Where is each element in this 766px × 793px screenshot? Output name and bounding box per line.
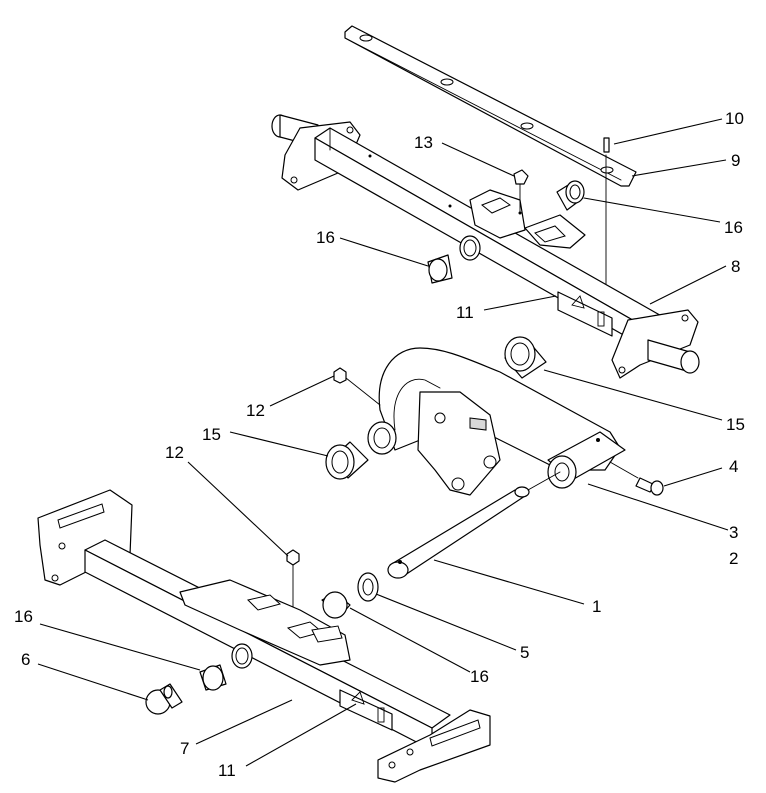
washer-part-5 — [357, 572, 379, 602]
callout-labels: 10 9 13 16 16 8 11 12 15 15 12 4 3 2 1 1… — [14, 109, 745, 780]
callout-16: 16 — [14, 607, 33, 626]
bushing-lower-part-16 — [199, 643, 253, 691]
bushing-flanged-upper-part-15 — [504, 336, 547, 379]
callout-16: 16 — [470, 667, 489, 686]
callout-11: 11 — [218, 761, 236, 780]
callout-16: 16 — [316, 228, 335, 247]
bushing-flanged-lower-part-15 — [325, 441, 369, 480]
pin-part-10 — [603, 137, 610, 299]
upper-axle-part-8 — [271, 114, 700, 379]
callout-16: 16 — [724, 218, 743, 237]
lower-frame-part-7 — [37, 489, 491, 783]
callout-11: 11 — [456, 303, 474, 322]
callout-12: 12 — [246, 401, 265, 420]
bushing-middle-part-16 — [321, 591, 351, 619]
shaft-part-1 — [387, 471, 561, 579]
callout-12: 12 — [165, 443, 184, 462]
callout-10: 10 — [725, 109, 744, 128]
bushing-upper-left-part-16 — [427, 235, 481, 284]
callout-13: 13 — [414, 133, 433, 152]
callout-15: 15 — [202, 425, 221, 444]
callout-4: 4 — [729, 457, 738, 476]
flat-bar-part-9 — [344, 25, 637, 187]
callout-1: 1 — [592, 597, 601, 616]
leader-lines — [37, 118, 729, 767]
callout-6: 6 — [21, 650, 30, 669]
callout-2: 2 — [729, 549, 738, 568]
callout-8: 8 — [731, 257, 740, 276]
callout-3: 3 — [729, 523, 738, 542]
hitch-pin-part-6 — [145, 683, 183, 715]
bolt-part-4 — [609, 461, 664, 496]
callout-5: 5 — [520, 643, 529, 662]
grease-fitting-part-13 — [513, 169, 529, 215]
callout-7: 7 — [180, 739, 189, 758]
callout-15: 15 — [726, 415, 745, 434]
pivot-arm-part-3 — [367, 347, 626, 496]
nut-lower-part-12 — [286, 549, 300, 616]
nut-upper-part-12 — [333, 367, 381, 406]
bushing-upper-right-part-16 — [556, 180, 585, 211]
callout-9: 9 — [731, 151, 740, 170]
